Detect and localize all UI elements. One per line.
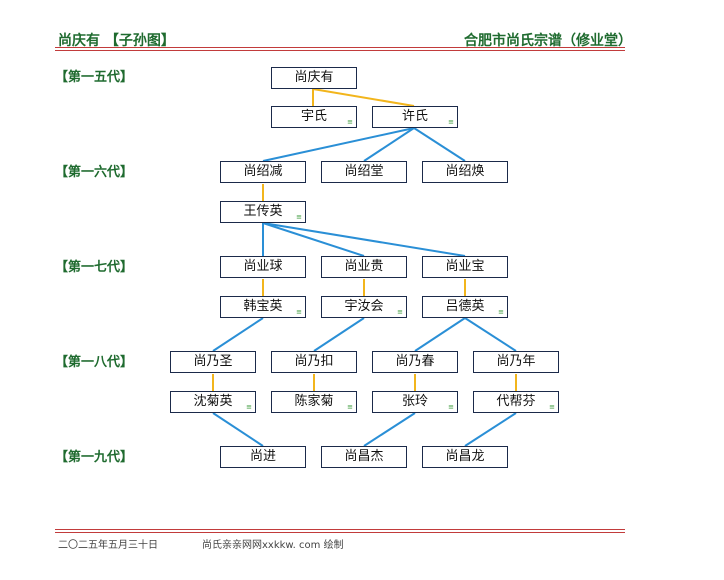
person-node-shang-shaohuan[interactable]: 尚绍焕	[422, 161, 508, 183]
generation-label-19: 【第一九代】	[55, 450, 134, 465]
header-rule-bottom	[55, 50, 625, 51]
person-name: 尚庆有	[294, 70, 334, 85]
person-name: 尚乃春	[395, 354, 435, 369]
footer-rule-bottom	[55, 532, 625, 533]
person-name: 吕德英	[445, 299, 485, 314]
expand-icon[interactable]: ≡	[397, 308, 403, 316]
person-name: 尚绍堂	[344, 164, 384, 179]
person-name: 尚乃圣	[193, 354, 233, 369]
person-node-yu-shi[interactable]: 宇氏 ≡	[271, 106, 357, 128]
expand-icon[interactable]: ≡	[549, 403, 555, 411]
person-node-shang-shaotang[interactable]: 尚绍堂	[321, 161, 407, 183]
person-node-xu-shi[interactable]: 许氏 ≡	[372, 106, 458, 128]
expand-icon[interactable]: ≡	[246, 403, 252, 411]
person-name: 尚进	[249, 449, 276, 464]
person-name: 尚乃扣	[294, 354, 334, 369]
person-node-zhang-ling[interactable]: 张玲 ≡	[372, 391, 458, 413]
person-node-yu-ruhui[interactable]: 宇汝会 ≡	[321, 296, 407, 318]
person-node-dai-bangfen[interactable]: 代帮芬 ≡	[473, 391, 559, 413]
person-node-shang-naikou[interactable]: 尚乃扣	[271, 351, 357, 373]
generation-label-16: 【第一六代】	[55, 165, 134, 180]
child-link	[464, 317, 517, 352]
person-node-shang-qingyou[interactable]: 尚庆有	[271, 67, 357, 89]
child-link	[313, 317, 365, 352]
child-link	[363, 127, 415, 162]
person-name: 王传英	[243, 204, 283, 219]
person-node-lv-deying[interactable]: 吕德英 ≡	[422, 296, 508, 318]
expand-icon[interactable]: ≡	[448, 118, 454, 126]
person-node-shang-nainian[interactable]: 尚乃年	[473, 351, 559, 373]
person-node-shang-naisheng[interactable]: 尚乃圣	[170, 351, 256, 373]
person-name: 尚业球	[243, 259, 283, 274]
person-node-shang-changlong[interactable]: 尚昌龙	[422, 446, 508, 468]
person-name: 宇汝会	[344, 299, 384, 314]
person-name: 尚业宝	[445, 259, 485, 274]
generation-label-18: 【第一八代】	[55, 355, 134, 370]
person-name: 尚业贵	[344, 259, 384, 274]
child-link	[262, 222, 466, 257]
person-name: 宇氏	[300, 109, 327, 124]
header-rule-top	[55, 47, 625, 48]
person-node-shang-naichun[interactable]: 尚乃春	[372, 351, 458, 373]
person-node-shang-jin[interactable]: 尚进	[220, 446, 306, 468]
footer-site-credit: 尚氏亲亲网网xxkkw. com 绘制	[202, 540, 344, 551]
expand-icon[interactable]: ≡	[296, 308, 302, 316]
child-link	[262, 127, 415, 162]
child-link	[413, 127, 466, 162]
person-name: 代帮芬	[496, 394, 536, 409]
person-node-shang-yegui[interactable]: 尚业贵	[321, 256, 407, 278]
generation-label-17: 【第一七代】	[55, 260, 134, 275]
expand-icon[interactable]: ≡	[347, 118, 353, 126]
person-name: 沈菊英	[193, 394, 233, 409]
child-link	[363, 412, 416, 447]
person-node-shang-changjie[interactable]: 尚昌杰	[321, 446, 407, 468]
person-node-chen-jiaju[interactable]: 陈家菊 ≡	[271, 391, 357, 413]
footer-date: 二〇二五年五月三十日	[58, 540, 158, 551]
genealogy-source: 合肥市尚氏宗谱（修业堂）	[464, 33, 632, 49]
expand-icon[interactable]: ≡	[448, 403, 454, 411]
person-node-shen-juying[interactable]: 沈菊英 ≡	[170, 391, 256, 413]
person-name: 尚绍焕	[445, 164, 485, 179]
person-name: 张玲	[401, 394, 428, 409]
person-name: 许氏	[401, 109, 428, 124]
person-node-wang-chuanying[interactable]: 王传英 ≡	[220, 201, 306, 223]
person-name: 韩宝英	[243, 299, 283, 314]
person-name: 尚绍减	[243, 164, 283, 179]
person-name: 尚昌龙	[445, 449, 485, 464]
person-name: 尚乃年	[496, 354, 536, 369]
footer-rule-top	[55, 529, 625, 530]
expand-icon[interactable]: ≡	[498, 308, 504, 316]
child-link	[212, 412, 264, 447]
child-link	[262, 222, 365, 257]
chart-title: 尚庆有 【子孙图】	[58, 33, 175, 49]
expand-icon[interactable]: ≡	[347, 403, 353, 411]
child-link	[212, 317, 264, 352]
person-node-shang-shaojian[interactable]: 尚绍减	[220, 161, 306, 183]
person-node-han-baoying[interactable]: 韩宝英 ≡	[220, 296, 306, 318]
child-link	[464, 412, 517, 447]
person-name: 陈家菊	[294, 394, 334, 409]
person-name: 尚昌杰	[344, 449, 384, 464]
spouse-link	[312, 88, 415, 107]
person-node-shang-yebao[interactable]: 尚业宝	[422, 256, 508, 278]
generation-label-15: 【第一五代】	[55, 70, 134, 85]
child-link	[414, 317, 466, 352]
expand-icon[interactable]: ≡	[296, 213, 302, 221]
person-node-shang-yeqiu[interactable]: 尚业球	[220, 256, 306, 278]
